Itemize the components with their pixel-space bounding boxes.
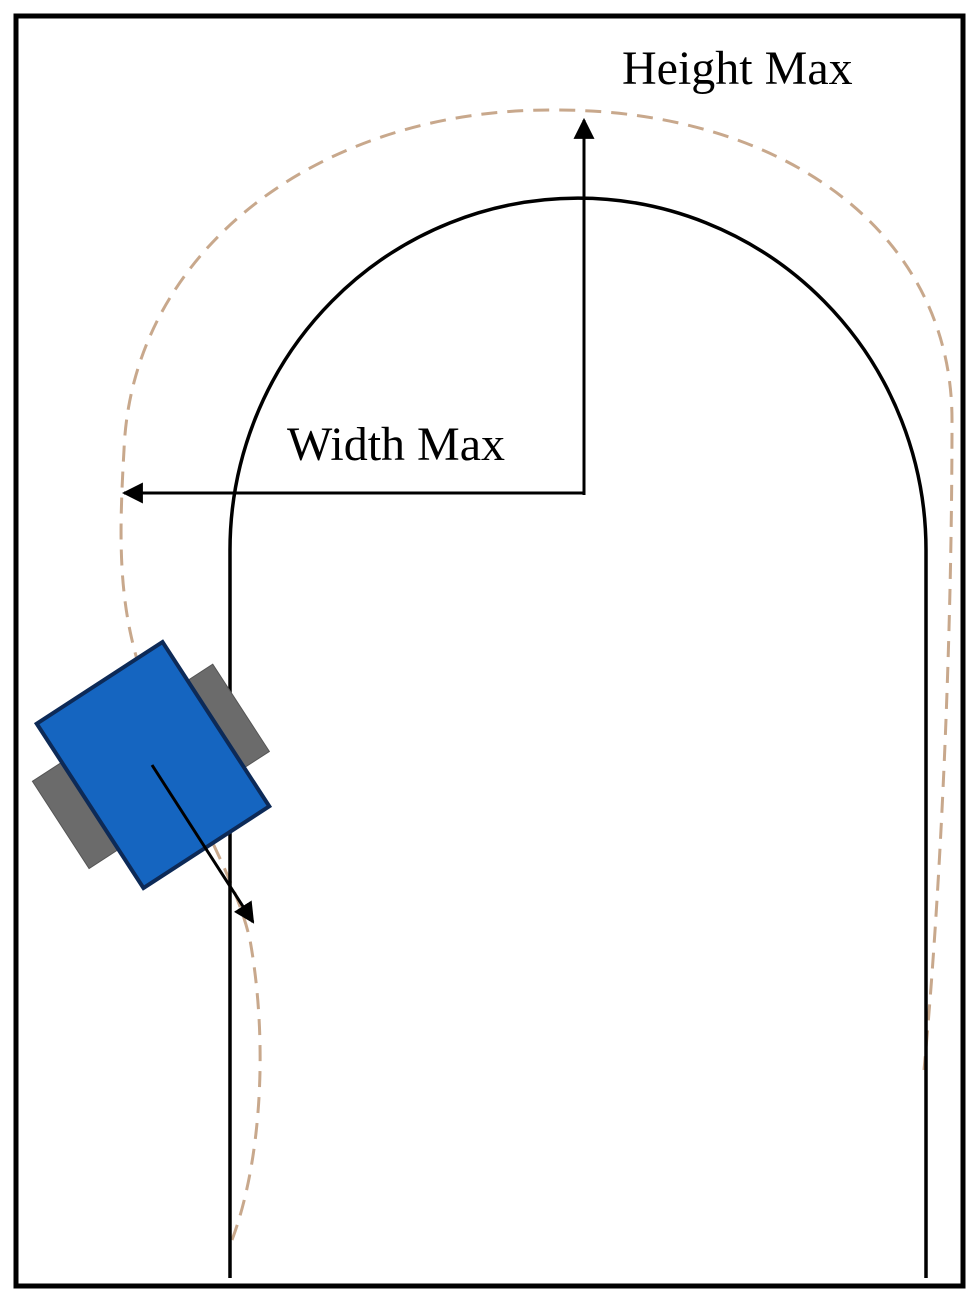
width-max-label: Width Max	[287, 418, 505, 471]
robot-path-dashed	[119, 108, 954, 1241]
robot	[31, 639, 273, 891]
height-max-label: Height Max	[622, 42, 853, 95]
robot-heading-arrow	[150, 764, 255, 924]
frame-border	[13, 13, 966, 1289]
track-line	[228, 196, 928, 1278]
